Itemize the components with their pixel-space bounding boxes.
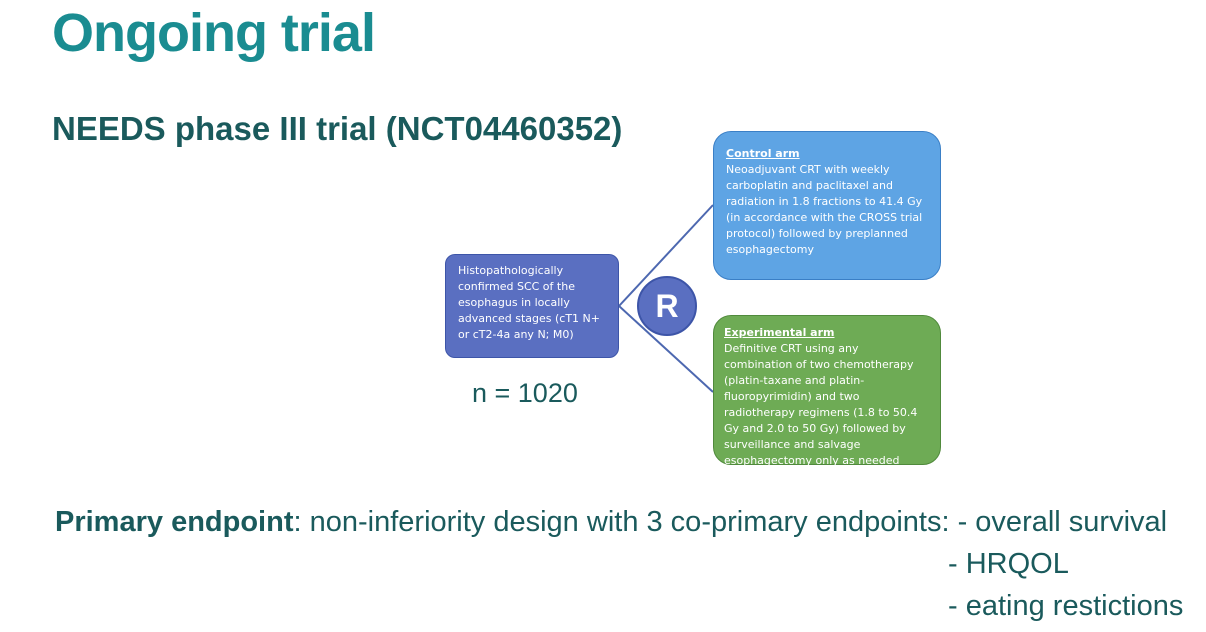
endpoint-item-hrqol: - HRQOL [948, 548, 1069, 580]
patient-population-box: Histopathologically confirmed SCC of the… [445, 254, 619, 358]
endpoint-item-eating-restrictions: - eating restictions [948, 590, 1184, 622]
primary-endpoint-line: Primary endpoint: non-inferiority design… [55, 506, 1167, 539]
patient-population-text: Histopathologically confirmed SCC of the… [458, 264, 601, 341]
experimental-arm-text: Definitive CRT using any combination of … [724, 342, 918, 467]
connector-to-control-arm [618, 204, 714, 307]
randomization-label: R [655, 287, 679, 324]
experimental-arm-box: Experimental arm Definitive CRT using an… [713, 315, 941, 467]
endpoint-item-overall-survival: - overall survival [957, 506, 1168, 538]
control-arm-text: Neoadjuvant CRT with weekly carboplatin … [726, 163, 923, 256]
randomization-circle: R [637, 276, 697, 336]
sample-size-label: n = 1020 [472, 378, 578, 408]
control-arm-heading: Control arm [726, 147, 800, 160]
trial-subtitle: NEEDS phase III trial (NCT04460352) [52, 110, 623, 147]
connector-to-experimental-arm [618, 305, 714, 393]
primary-endpoint-text: : non-inferiority design with 3 co-prima… [293, 506, 958, 538]
experimental-arm-heading: Experimental arm [724, 326, 835, 339]
control-arm-box: Control arm Neoadjuvant CRT with weekly … [713, 131, 941, 280]
page-title: Ongoing trial [52, 3, 376, 63]
primary-endpoint-label: Primary endpoint [55, 506, 294, 538]
